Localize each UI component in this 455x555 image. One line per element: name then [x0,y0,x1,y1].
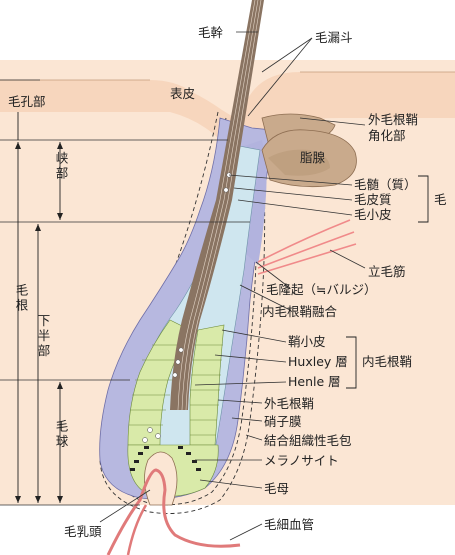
dimension-bulb [57,382,63,503]
label-lower: 下半部 [38,313,51,358]
vertical-label-char: 部 [38,343,51,358]
label-isthmus: 峡部 [56,151,69,181]
dermal-papilla [144,451,178,506]
vertical-label-char: 下 [38,313,51,328]
label-sebaceous: 脂腺 [300,150,326,165]
label-papilla: 毛乳頭 [64,524,102,539]
vertical-label-char: 峡 [56,151,69,166]
label-capillary: 毛細血管 [264,517,314,532]
label-hair-shaft: 毛幹 [198,25,224,40]
label-inner-fusion: 内毛根鞘融合 [262,304,338,319]
label-lower-text: 下半部 [38,313,51,358]
label-outer-sheath-keratin-2: 角化部 [368,128,406,143]
label-isthmus-text: 峡部 [56,151,69,181]
huxley-grid-lines [129,344,223,436]
label-arrector: 立毛筋 [368,264,406,279]
label-pore-part: 毛孔部 [8,94,46,109]
label-hair: 毛 [434,192,447,207]
label-outer-sheath-keratin-1: 外毛根鞘 [368,112,418,127]
label-melanocyte: メラノサイト [264,453,339,468]
bracket-inner-sheath [346,336,357,389]
capillary-vessel [106,468,241,555]
label-epidermis: 表皮 [170,86,195,101]
label-funnel: 毛漏斗 [315,30,353,45]
arrector-pili-muscle [257,219,357,275]
vertical-label-char: 根 [16,298,29,313]
vertical-label-char: 球 [56,434,69,449]
vertical-label-char: 部 [56,166,69,181]
sebaceous-inner [268,149,330,176]
hair-shaft-stripes [177,0,262,411]
dimension-isthmus [57,142,63,220]
label-inner-root-sheath: 内毛根鞘 [362,354,412,369]
label-medulla: 毛髄（質） [354,177,417,192]
label-outer-root-sheath: 外毛根鞘 [264,396,314,411]
vertical-label-char: 毛 [16,283,29,298]
bracket-hair [418,175,429,223]
label-sheath-cuticle: 鞘小皮 [288,334,326,349]
vertical-label-char: 半 [38,328,51,343]
label-ct-sheath: 結合組織性毛包 [264,433,352,448]
label-cortex: 毛皮質 [354,192,392,207]
dimension-lower [35,224,41,503]
label-root: 毛根 [16,283,29,313]
label-henle: Henle 層 [288,374,341,389]
label-bulb: 毛球 [56,419,69,449]
label-cuticle: 毛小皮 [354,207,392,222]
matrix-cells [142,427,161,443]
epidermis-layer [0,72,455,160]
label-glassy: 硝子膜 [264,414,302,429]
melanocytes [130,446,201,471]
label-bulb-text: 毛球 [56,419,69,449]
vertical-label-char: 毛 [56,419,69,434]
label-root-text: 毛根 [16,283,29,313]
dimension-root [15,142,21,503]
leader-lines [99,31,366,541]
label-bulge: 毛隆起（≒バルジ） [266,282,377,297]
label-matrix: 毛母 [264,481,289,496]
capillary-vessel-2 [126,504,148,555]
label-huxley: Huxley 層 [288,354,348,369]
